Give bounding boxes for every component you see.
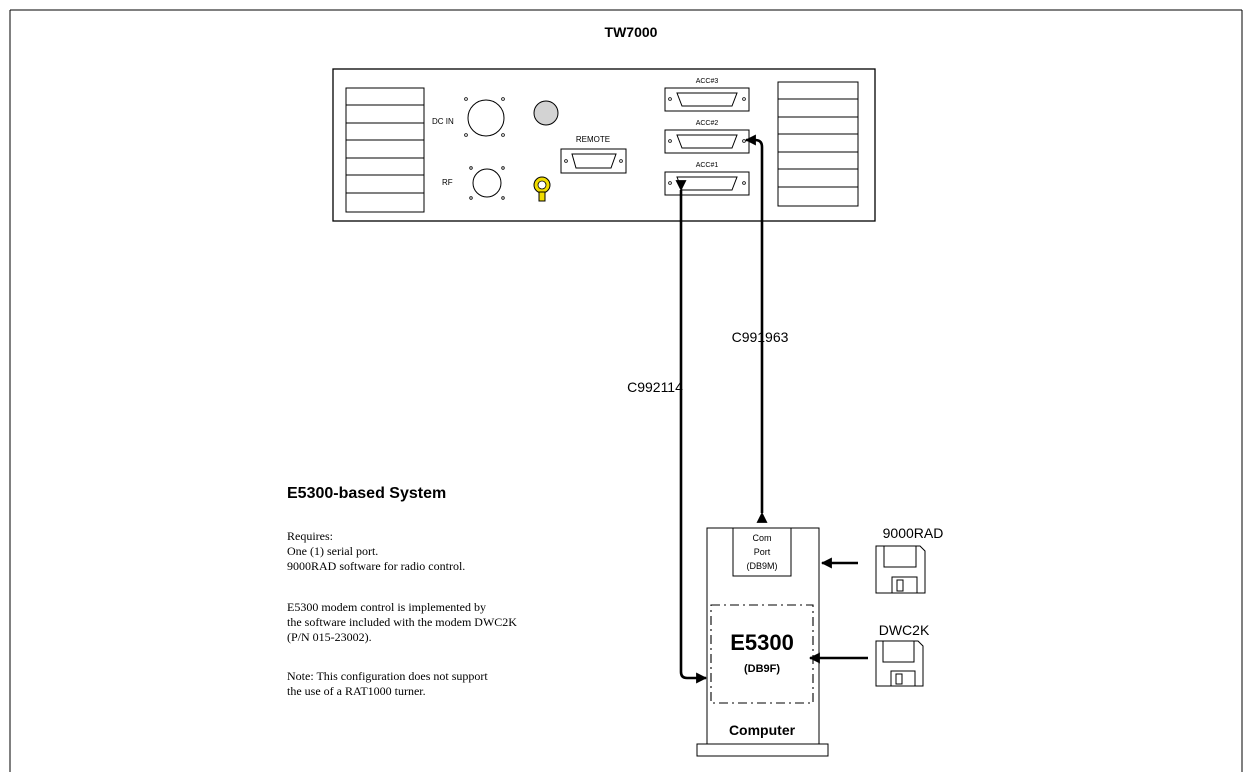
computer-tower: Com Port (DB9M) E5300 (DB9F) Computer xyxy=(696,527,829,757)
floppy-disk-icon xyxy=(875,640,924,687)
e5300-modem-name: E5300 xyxy=(730,630,794,655)
requirement-item: 9000RAD software for radio control. xyxy=(287,559,465,573)
dc-in-label: DC IN xyxy=(432,117,454,126)
requirement-item: One (1) serial port. xyxy=(287,544,378,558)
cable-c992114 xyxy=(675,180,708,684)
e5300-modem-box xyxy=(710,604,814,704)
rf-connector xyxy=(469,166,505,200)
ground-lug-icon xyxy=(533,176,551,202)
cable-c992114-label: C992114 xyxy=(627,379,683,395)
modem-note-line: the software included with the modem DWC… xyxy=(287,615,517,629)
com-port-label: Com xyxy=(752,533,771,543)
modem-note-line: (P/N 015-23002). xyxy=(287,630,372,644)
system-heading: E5300-based System xyxy=(287,485,446,502)
computer-label: Computer xyxy=(729,722,796,738)
radio-rear-panel: DC IN RF REMOTE xyxy=(332,68,876,222)
config-note-line: Note: This configuration does not suppor… xyxy=(287,669,488,683)
com-port-label: Port xyxy=(754,547,771,557)
requires-label: Requires: xyxy=(287,529,333,543)
acc2-connector xyxy=(664,129,750,154)
acc3-label: ACC#3 xyxy=(696,78,719,85)
com-port-label: (DB9M) xyxy=(747,561,778,571)
acc1-label: ACC#1 xyxy=(696,162,719,169)
acc1-connector xyxy=(664,171,750,196)
rf-label: RF xyxy=(442,178,453,187)
page-frame xyxy=(9,9,1243,772)
radio-title: TW7000 xyxy=(605,24,658,40)
requirements-block: Requires: One (1) serial port. 9000RAD s… xyxy=(287,529,517,698)
floppy-disk-icon xyxy=(875,545,926,594)
right-vent-stack xyxy=(777,81,859,207)
modem-note-line: E5300 modem control is implemented by xyxy=(287,600,486,614)
disk1-label: 9000RAD xyxy=(883,525,944,541)
cable-c991963 xyxy=(744,134,768,523)
gray-knob xyxy=(533,100,559,126)
left-vent-stack xyxy=(345,87,425,213)
acc2-label: ACC#2 xyxy=(696,120,719,127)
cable-c991963-label: C991963 xyxy=(732,329,789,345)
config-note-line: the use of a RAT1000 turner. xyxy=(287,684,426,698)
remote-connector xyxy=(560,148,627,174)
disk2-label: DWC2K xyxy=(879,622,930,638)
com-port xyxy=(732,527,792,577)
dc-in-connector xyxy=(464,97,505,137)
remote-label: REMOTE xyxy=(576,135,610,144)
e5300-modem-connector: (DB9F) xyxy=(744,663,780,675)
acc3-connector xyxy=(664,87,750,112)
